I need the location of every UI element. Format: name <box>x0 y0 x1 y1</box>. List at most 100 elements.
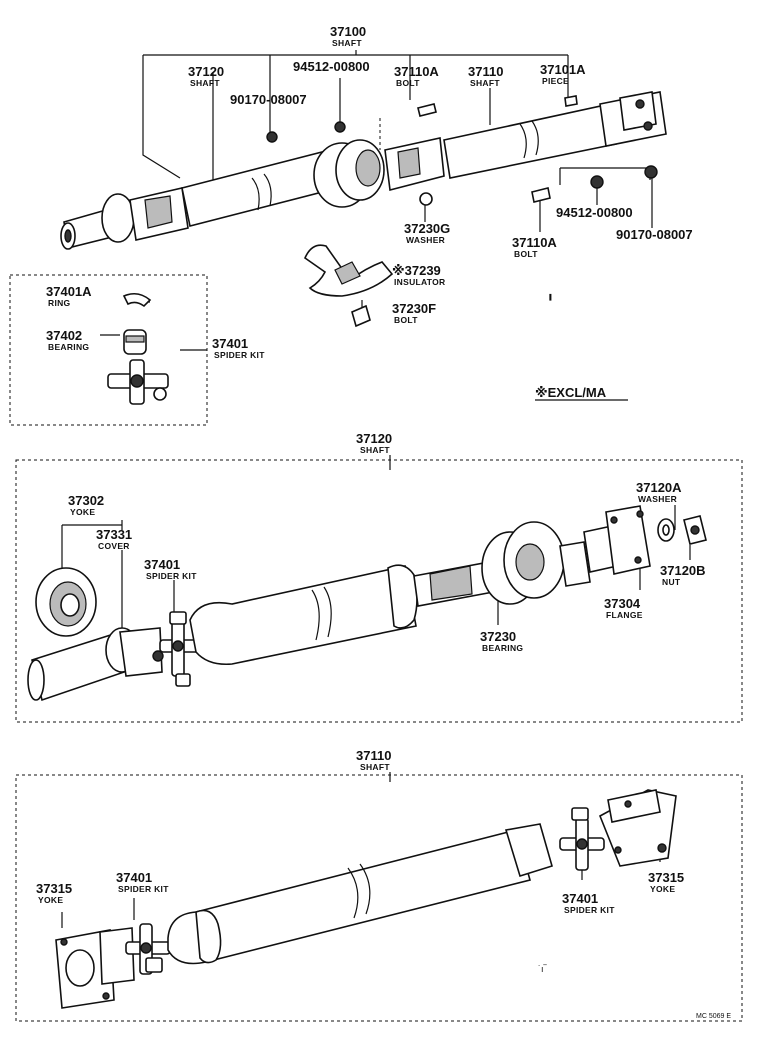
yoke-37302 <box>27 627 164 702</box>
part-labels: 37100SHAFT37120SHAFT90170-0800794512-008… <box>36 24 706 915</box>
leader <box>142 55 181 179</box>
top-assembly: ı <box>60 50 667 328</box>
nut-icon <box>683 515 707 545</box>
mid-frame <box>15 459 743 723</box>
cover-37331 <box>35 567 97 637</box>
part-number: 37230 <box>480 629 516 644</box>
part-name: YOKE <box>38 895 63 905</box>
part-name: COVER <box>98 541 130 551</box>
part-number: 37302 <box>68 493 104 508</box>
bolt-icon <box>417 103 437 117</box>
part-name: YOKE <box>650 884 675 894</box>
bearing-37230 <box>481 521 591 605</box>
part-name: YOKE <box>70 507 95 517</box>
diagram-code: MC 5069 E <box>696 1013 731 1020</box>
yoke-37315-right <box>598 789 677 867</box>
nut-icon <box>266 131 278 143</box>
part-name: SHAFT <box>332 38 362 48</box>
shaft-37120-tube <box>181 151 331 227</box>
part-number: 37401 <box>116 870 152 885</box>
part-number: 37230F <box>392 301 436 316</box>
part-name: SHAFT <box>190 78 220 88</box>
part-number: 37304 <box>604 596 641 611</box>
label-90170a: 90170-08007 <box>230 92 307 107</box>
part-number: 37120A <box>636 480 682 495</box>
part-name: PIECE <box>542 76 569 86</box>
part-name: BEARING <box>48 342 89 352</box>
label-94512a: 94512-00800 <box>293 59 370 74</box>
part-number: 90170-08007 <box>230 92 307 107</box>
piece-icon <box>564 95 578 107</box>
mid-title-sub: SHAFT <box>360 445 390 455</box>
part-name: FLANGE <box>606 610 643 620</box>
mid-assembly <box>15 455 743 723</box>
mark: ˙ı‾ <box>538 964 547 974</box>
part-name: WASHER <box>406 235 445 245</box>
spider-kit-37401-right <box>559 807 605 871</box>
label-94512b: 94512-00800 <box>556 205 633 220</box>
part-number: 37101A <box>540 62 586 77</box>
part-name: RING <box>48 298 71 308</box>
part-number: 90170-08007 <box>616 227 693 242</box>
spider-kit-37401-mid <box>159 611 201 687</box>
part-number: 37120 <box>188 64 224 79</box>
part-name: NUT <box>662 577 681 587</box>
yoke-37315-left <box>55 927 135 1009</box>
mark: ı <box>549 292 552 303</box>
spider-kit-37401-left <box>125 923 171 975</box>
part-name: BOLT <box>396 78 420 88</box>
part-name: BOLT <box>514 249 538 259</box>
label-90170b: 90170-08007 <box>616 227 693 242</box>
excl-note: ※EXCL/MA <box>535 385 607 400</box>
part-name: INSULATOR <box>394 277 446 287</box>
mid-title-num: 37120 <box>356 431 392 446</box>
part-name: SHAFT <box>470 78 500 88</box>
spider-cross-icon <box>107 359 169 405</box>
part-number: 37100 <box>330 24 366 39</box>
ring-icon <box>122 292 152 308</box>
washer-icon <box>419 192 433 206</box>
shaft-tube-mid <box>189 564 418 666</box>
part-name: BEARING <box>482 643 523 653</box>
part-number: 37230G <box>404 221 450 236</box>
part-name: SPIDER KIT <box>118 884 169 894</box>
flange-37304 <box>583 505 651 575</box>
part-number: 37401A <box>46 284 92 299</box>
part-number: 37110 <box>468 64 503 79</box>
nut-icon <box>334 121 346 133</box>
part-number: 37401 <box>212 336 248 351</box>
bot-title-num: 37110 <box>356 748 391 763</box>
part-number: 37110A <box>512 235 557 250</box>
nut-icon <box>590 175 604 189</box>
leader <box>560 167 651 180</box>
bolt-icon <box>531 187 551 203</box>
shaft-37110-tube <box>443 91 667 179</box>
hardware-top <box>266 95 658 206</box>
part-number: 94512-00800 <box>556 205 633 220</box>
center-bearing <box>313 137 445 208</box>
part-name: SPIDER KIT <box>146 571 197 581</box>
part-number: ※37239 <box>392 263 441 278</box>
insulator-bracket <box>304 244 394 297</box>
part-number: 37315 <box>36 881 72 896</box>
inset-frame <box>9 274 208 426</box>
